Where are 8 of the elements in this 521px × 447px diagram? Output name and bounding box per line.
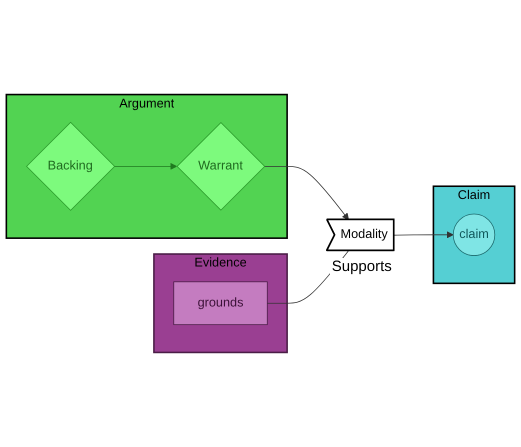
node-circle: claim [452, 214, 496, 256]
node-box: grounds [173, 281, 268, 326]
node-diamond: Backing [26, 122, 116, 211]
arrow [114, 162, 178, 170]
node-diamond: Warrant [176, 122, 266, 211]
node-caption: Supports [330, 258, 394, 276]
arrow [264, 166, 349, 220]
arrow [394, 231, 454, 238]
